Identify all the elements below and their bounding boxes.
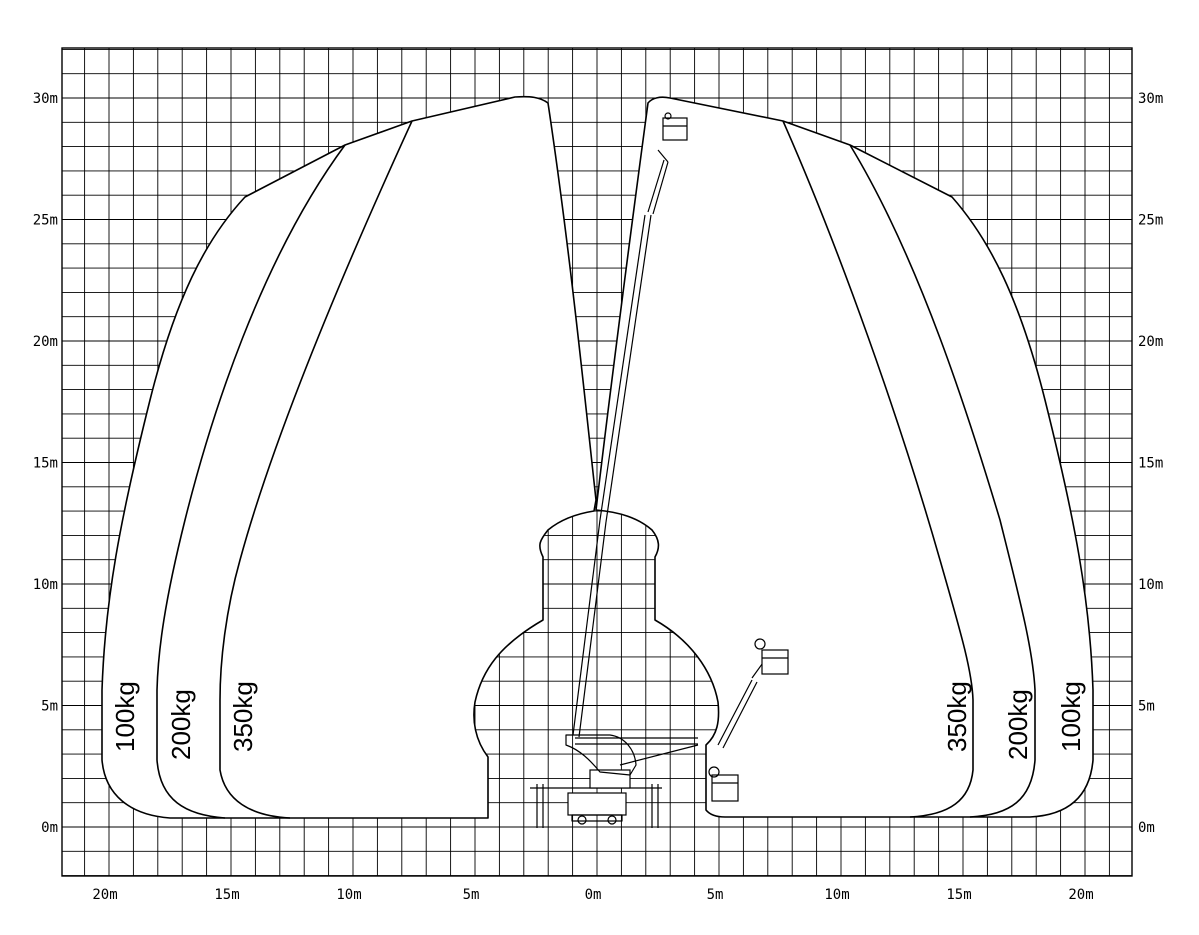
x-tick-label: 20m [92,887,117,903]
y-tick-label: 5m [41,699,58,715]
envelopes [101,95,1094,819]
y-tick-label: 15m [1138,456,1163,472]
y-tick-label: 20m [1138,334,1163,350]
x-tick-label: 15m [946,887,971,903]
load-label-right-200: 200kg [1003,689,1033,760]
aerial-platform-machine [530,112,789,828]
x-tick-label: 0m [585,887,602,903]
y-tick-label: 10m [33,577,58,593]
load-labels: 100kg 200kg 350kg 350kg 200kg 100kg [110,681,1086,760]
y-tick-label: 0m [1138,820,1155,836]
load-label-left-350: 350kg [228,681,258,752]
x-tick-label: 20m [1068,887,1093,903]
left-working-envelope [101,95,597,819]
y-tick-label: 25m [1138,213,1163,229]
load-label-left-100: 100kg [110,681,140,752]
right-200kg-boundary [849,144,1036,818]
x-tick-label: 5m [463,887,480,903]
load-label-left-200: 200kg [166,689,196,760]
load-zone-boundaries [156,120,1036,819]
y-tick-label: 20m [33,334,58,350]
x-tick-label: 10m [336,887,361,903]
y-axis-left: 0m 5m 10m 15m 20m 25m 30m [33,91,58,836]
diagram-frame [61,47,1133,877]
y-tick-label: 15m [33,456,58,472]
y-tick-label: 0m [41,820,58,836]
x-axis: 20m 15m 10m 5m 0m 5m 10m 15m 20m [92,887,1093,903]
x-tick-label: 15m [214,887,239,903]
y-tick-label: 30m [33,91,58,107]
right-350kg-boundary [782,120,974,818]
y-tick-label: 30m [1138,91,1163,107]
y-tick-label: 25m [33,213,58,229]
y-tick-label: 10m [1138,577,1163,593]
right-working-envelope [595,96,1094,818]
left-200kg-boundary [156,144,346,819]
load-label-right-100: 100kg [1056,681,1086,752]
x-tick-label: 5m [707,887,724,903]
left-350kg-boundary [219,120,413,819]
x-tick-label: 10m [824,887,849,903]
load-label-right-350: 350kg [942,681,972,752]
y-tick-label: 5m [1138,699,1155,715]
y-axis-right: 0m 5m 10m 15m 20m 25m 30m [1138,91,1163,836]
